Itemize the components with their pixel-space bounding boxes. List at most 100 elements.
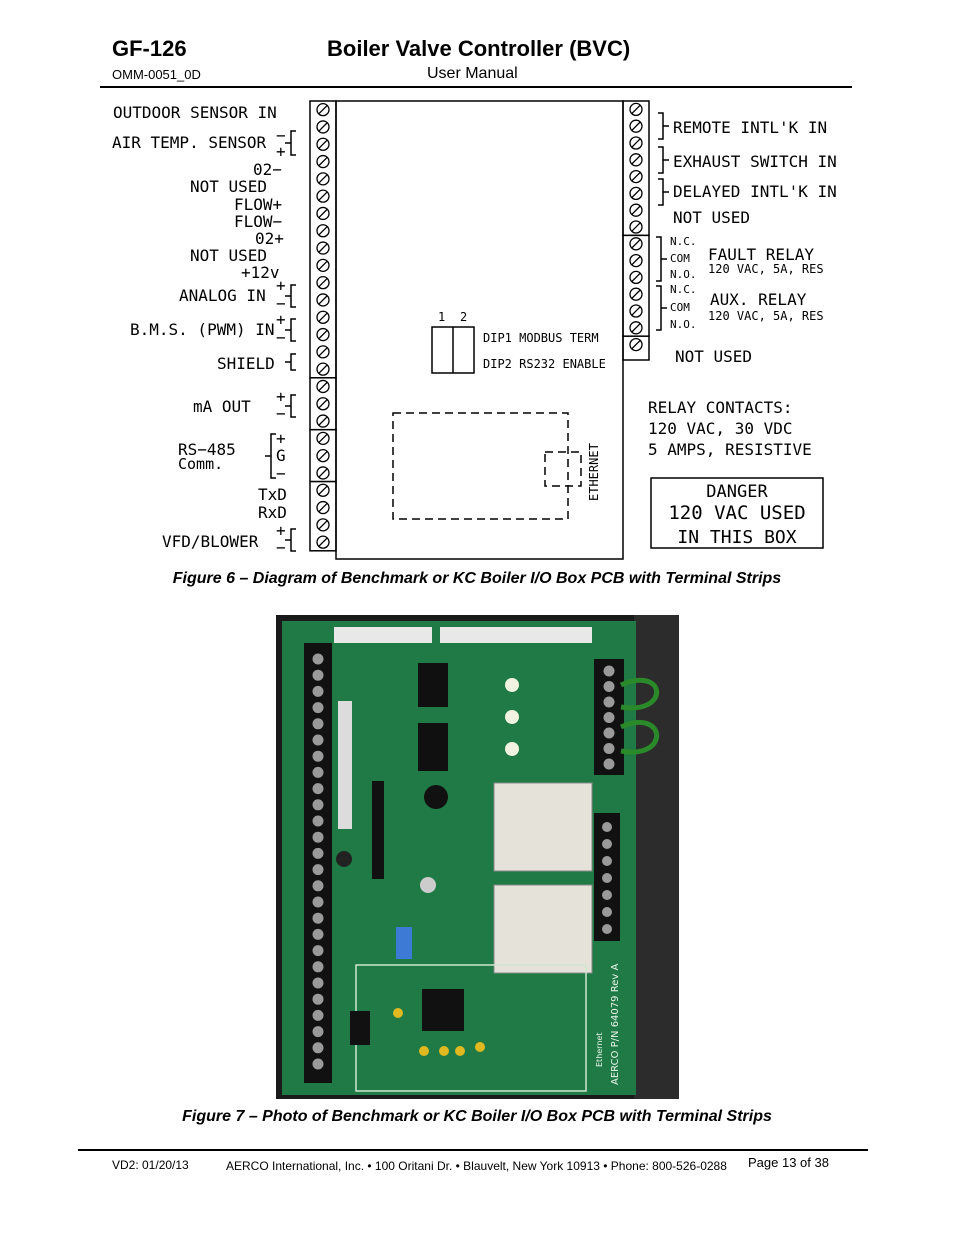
- right-screw-8: [629, 220, 643, 234]
- photo-left-screw-9: [312, 783, 324, 795]
- bracket-air-temp: [285, 130, 296, 156]
- left-screw-9-slot: [318, 243, 328, 253]
- label-shield: SHIELD: [217, 354, 275, 373]
- left-screw-8-slot: [318, 226, 328, 236]
- left-screw-15: [316, 345, 330, 359]
- photo-left-screw-25: [312, 1042, 324, 1054]
- dip2-label: DIP2 RS232 ENABLE: [483, 357, 606, 371]
- left-terminal-block-4: [309, 480, 337, 552]
- photo-right-screw-1: [603, 665, 615, 677]
- right-screw-1: [629, 102, 643, 117]
- footer-version: VD2: 01/20/13: [112, 1158, 189, 1172]
- right-screw-9-slot: [631, 239, 641, 249]
- photo-left-screw-21: [312, 977, 324, 989]
- photo-right-screw-3: [603, 696, 615, 708]
- bracket-ma-out: [285, 394, 296, 418]
- left-screw-10-slot: [318, 260, 328, 271]
- label-rxd: RxD: [258, 503, 287, 522]
- led-2: [505, 710, 519, 724]
- photo-left-screw-14: [312, 864, 324, 876]
- left-screw-9: [316, 241, 330, 255]
- photo-dip-switch: [396, 927, 412, 959]
- footer-company: AERCO International, Inc. • 100 Oritani …: [226, 1159, 727, 1173]
- yellow-cap-1: [419, 1046, 429, 1056]
- pin-header: [338, 701, 352, 829]
- photo-left-screw-7: [312, 750, 324, 762]
- left-screw-16-slot: [318, 364, 328, 374]
- left-screw-2-slot: [318, 122, 328, 132]
- right-screw-3: [629, 136, 643, 150]
- pol-vfd-minus: −: [276, 538, 286, 557]
- label-remote-intlk: REMOTE INTL'K IN: [673, 118, 827, 137]
- yellow-cap-3: [455, 1046, 465, 1056]
- bracket-fault: [656, 236, 667, 282]
- small-relay-2: [418, 723, 448, 771]
- photo-left-screw-20: [312, 961, 324, 973]
- photo-ethernet-text: Ethernet: [595, 1033, 604, 1067]
- right-screw-7-slot: [631, 205, 641, 215]
- pol-bms-plus: +: [276, 310, 286, 329]
- label-fault-com: COM: [670, 252, 690, 265]
- right-screw-5-slot: [631, 171, 641, 182]
- left-screw-11-slot: [318, 277, 328, 288]
- right-screw-12: [629, 287, 643, 301]
- label-o2-plus: 02+: [255, 229, 284, 248]
- bracket-aux: [656, 285, 667, 331]
- ethernet-module: [392, 412, 582, 520]
- header-subtitle: User Manual: [427, 65, 518, 82]
- photo-left-screw-19: [312, 945, 324, 957]
- fault-relay: [493, 782, 593, 872]
- left-screw-25-slot: [318, 520, 328, 530]
- right-screw-6-slot: [631, 188, 641, 199]
- pol-rs485-plus: +: [276, 429, 286, 448]
- label-o2-minus: 02−: [253, 160, 282, 179]
- dip-switch: 1 2 DIP1 MODBUS TERM DIP2 RS232 ENABLE: [431, 310, 606, 374]
- pol-rs485-minus: −: [276, 464, 286, 483]
- photo-left-screw-17: [312, 912, 324, 924]
- left-screw-5-slot: [318, 174, 328, 184]
- jumper-loop-1: [619, 677, 660, 711]
- label-exhaust-switch: EXHAUST SWITCH IN: [673, 152, 837, 171]
- left-screw-23: [316, 483, 330, 497]
- right-screw-6: [629, 186, 643, 201]
- capacitor-2: [336, 851, 352, 867]
- left-screw-1-slot: [318, 104, 328, 115]
- photo-right-lower-screw-6: [602, 907, 612, 917]
- label-ma-out: mA OUT: [193, 397, 251, 416]
- left-screw-19: [316, 414, 330, 428]
- photo-jumper-block: [350, 1011, 370, 1045]
- photo-left-screw-23: [312, 1009, 324, 1021]
- left-screw-20: [316, 431, 330, 446]
- pol-analog-plus: +: [276, 276, 286, 295]
- left-screw-19-slot: [318, 416, 328, 426]
- left-screw-22: [316, 466, 330, 480]
- photo-left-screw-2: [312, 669, 324, 681]
- right-terminal-block-2: [622, 234, 650, 337]
- right-screw-13-slot: [631, 306, 641, 316]
- label-not-used-2: NOT USED: [190, 246, 267, 265]
- photo-right-screw-7: [603, 758, 615, 770]
- left-screw-21: [316, 448, 330, 463]
- capacitor-3: [420, 877, 436, 893]
- left-screw-18-slot: [318, 399, 328, 409]
- photo-left-screw-15: [312, 880, 324, 892]
- label-aux-rating: 120 VAC, 5A, RES: [708, 309, 824, 323]
- right-screw-4: [629, 153, 643, 167]
- yellow-cap-2: [439, 1046, 449, 1056]
- left-screw-12-slot: [318, 295, 328, 305]
- aux-relay: [493, 884, 593, 974]
- right-terminal-block-3: [622, 335, 650, 361]
- danger-box: [650, 477, 824, 549]
- dip-num-2: 2: [460, 310, 467, 324]
- right-screw-13: [629, 304, 643, 318]
- right-screw-2-slot: [631, 121, 641, 131]
- left-screw-26: [316, 535, 330, 549]
- left-screw-14: [316, 327, 330, 342]
- capacitor-1: [424, 785, 448, 809]
- left-screw-7-slot: [318, 208, 328, 219]
- label-outdoor-sensor: OUTDOOR SENSOR IN: [113, 103, 277, 122]
- label-aux-com: COM: [670, 301, 690, 314]
- left-screw-17-slot: [318, 381, 328, 392]
- right-screw-2: [629, 119, 643, 133]
- ethernet-label: ETHERNET: [587, 443, 601, 501]
